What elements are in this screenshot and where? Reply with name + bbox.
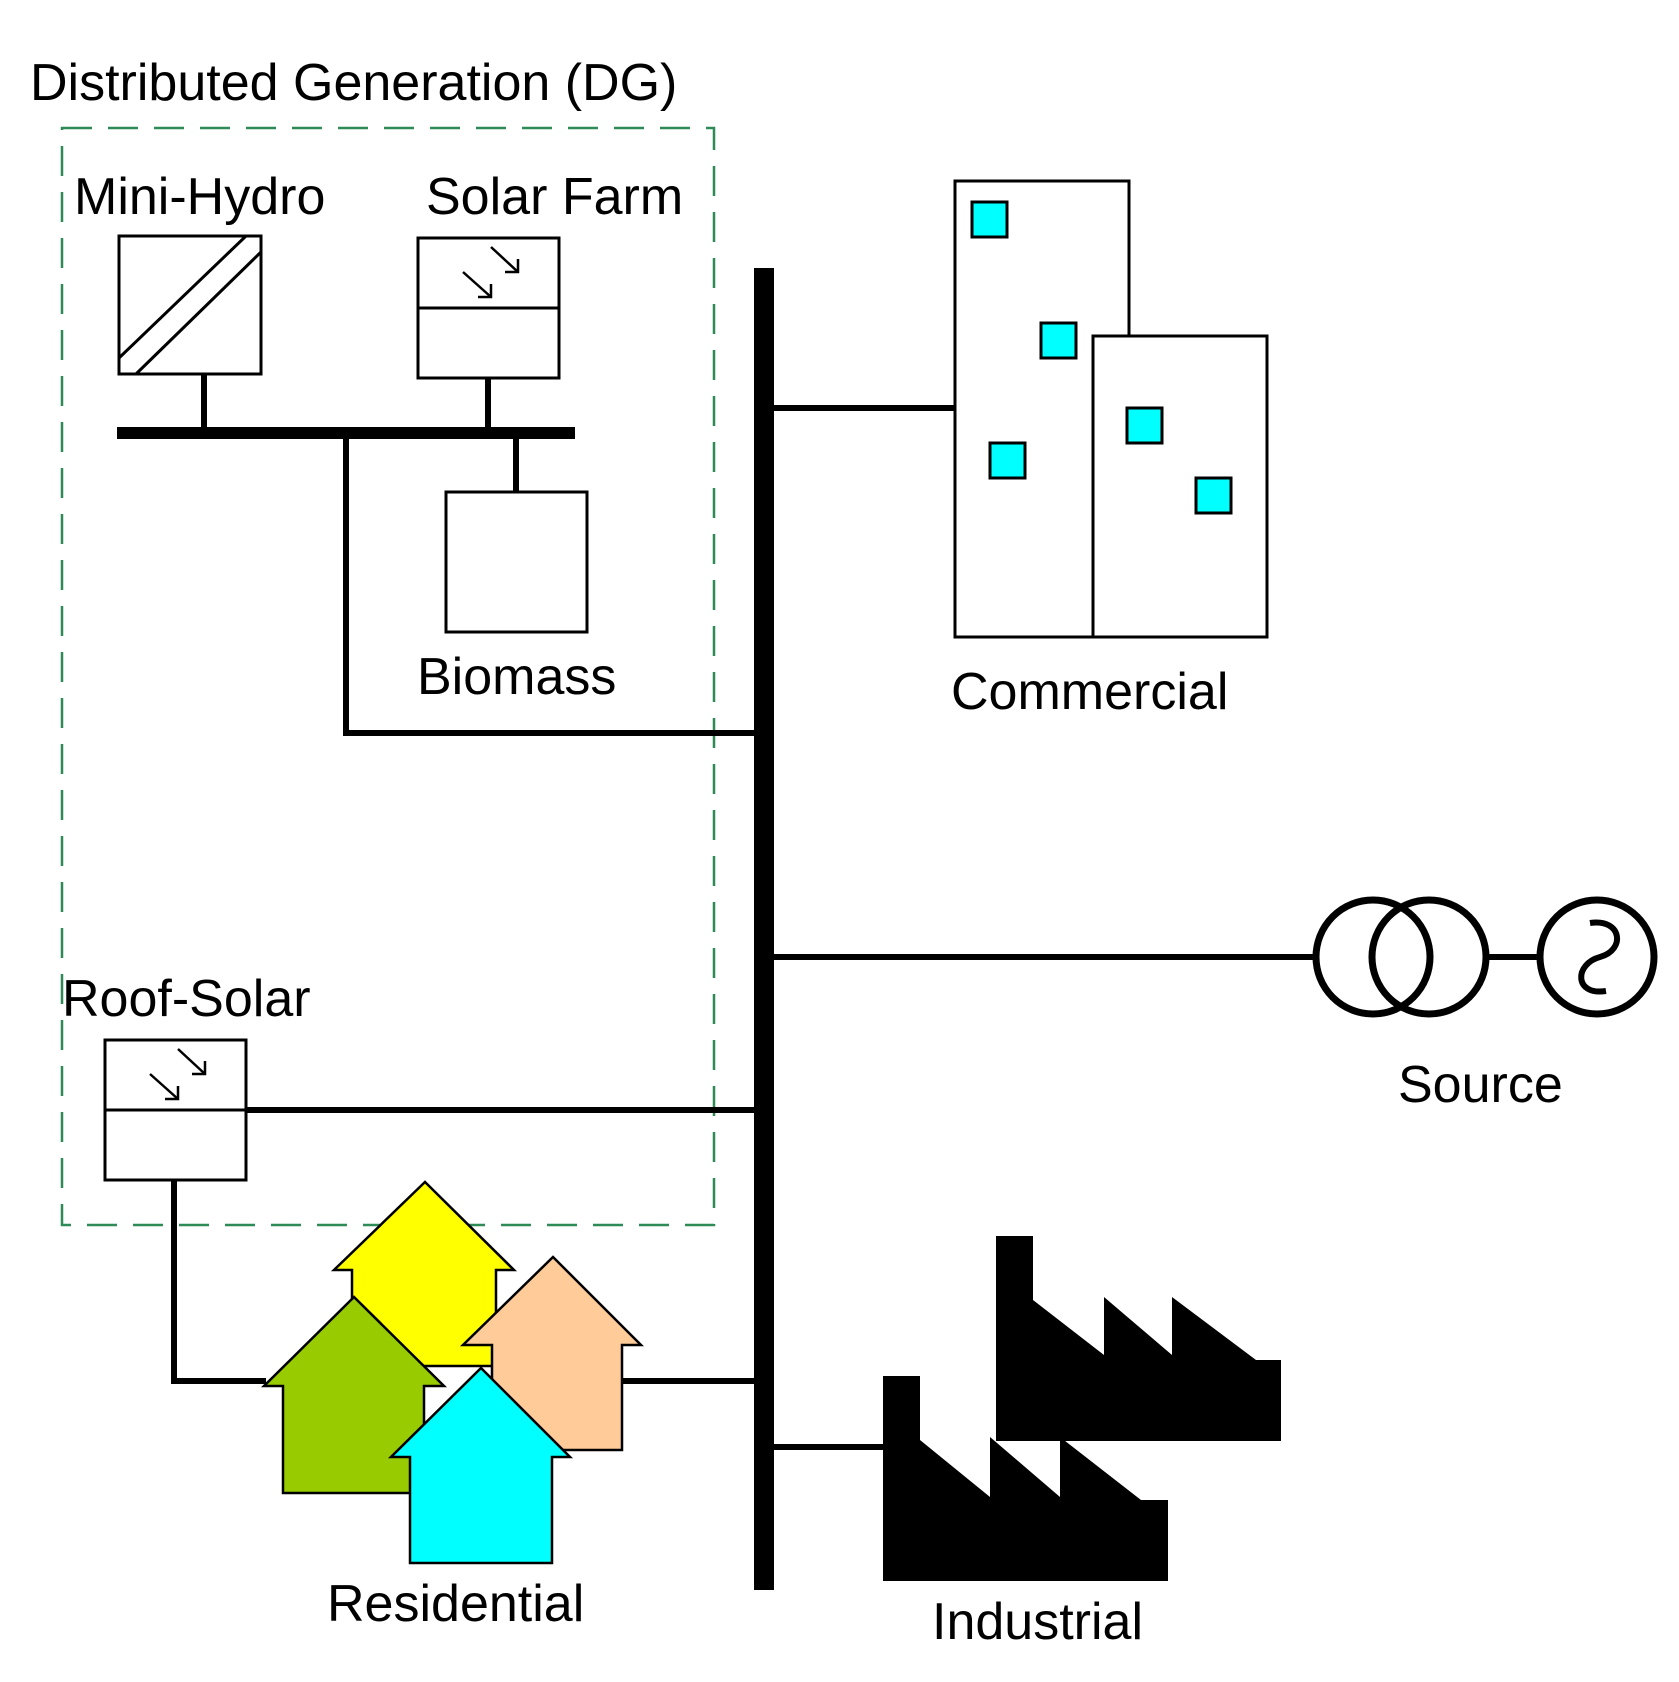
mini-hydro-label: Mini-Hydro bbox=[74, 168, 325, 226]
solar-farm-label: Solar Farm bbox=[426, 168, 683, 226]
hydro-generator-icon bbox=[117, 234, 263, 376]
houses-icon bbox=[260, 1180, 645, 1565]
commercial-label: Commercial bbox=[951, 663, 1228, 721]
office-buildings-icon bbox=[953, 179, 1269, 639]
factories-icon bbox=[883, 1236, 1281, 1581]
diagram-title: Distributed Generation (DG) bbox=[30, 54, 677, 112]
roof-solar-label: Roof-Solar bbox=[62, 970, 311, 1028]
residential-label: Residential bbox=[327, 1575, 584, 1633]
roof-solar-to-residential-line bbox=[171, 1180, 266, 1384]
pv-panel-icon bbox=[416, 236, 561, 380]
biomass-generator-icon bbox=[444, 490, 589, 634]
transformer-ac-source-icon bbox=[1312, 896, 1658, 1018]
industrial-label: Industrial bbox=[932, 1593, 1143, 1651]
biomass-label: Biomass bbox=[417, 648, 616, 706]
dg-feeder-line bbox=[343, 433, 756, 736]
source-label: Source bbox=[1398, 1056, 1563, 1114]
pv-panel-icon bbox=[103, 1038, 248, 1182]
